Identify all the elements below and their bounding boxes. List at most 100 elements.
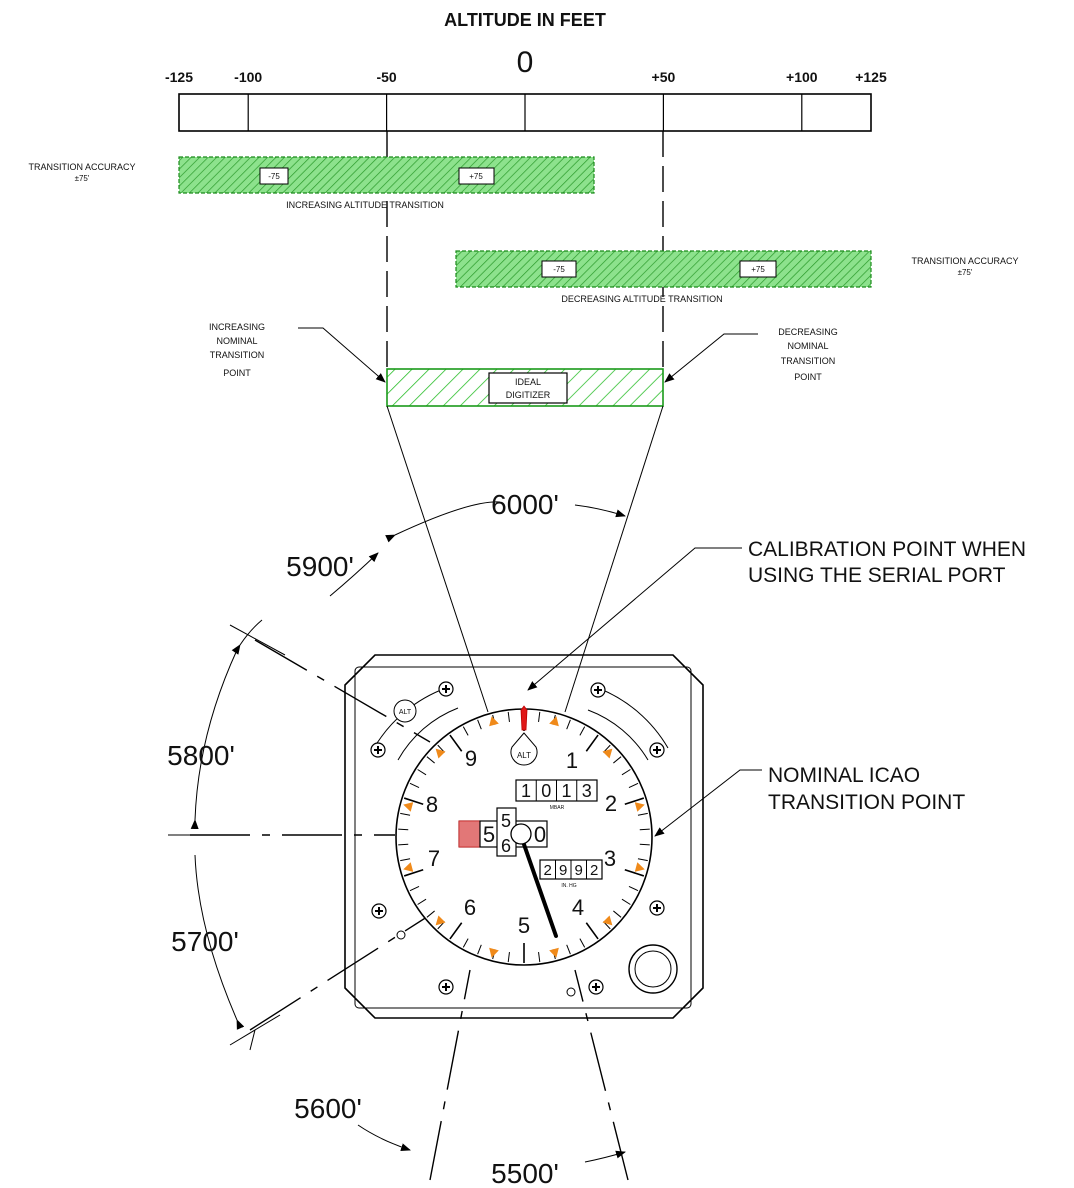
arc-alt-text: ALT [399,709,412,716]
decreasing-nominal-arrow [664,333,758,383]
dial-tick [585,922,599,940]
screw-icon [370,742,386,758]
dial-tick [417,898,427,905]
scale-tick-label: +50 [652,69,676,85]
scale-tick-label: -50 [376,69,396,85]
dial-orange-marks [403,716,645,958]
diagram-title: ALTITUDE IN FEET [444,10,606,30]
dial-tick [400,858,411,862]
dial-tick [621,769,631,776]
dial-tick [624,797,645,806]
increasing-minus-label: -75 [268,172,280,181]
svg-text:DIGITIZER: DIGITIZER [506,390,551,400]
orange-mark [489,947,499,958]
altitude-arc-guides [168,501,629,1181]
counter-digit: 6 [501,836,511,856]
altimeter-needle [518,831,558,938]
instrument-outer-case [344,654,704,1019]
orange-mark [602,915,613,926]
altitude-mark-5600: 5600' [294,1093,362,1124]
scale-zero-label: 0 [517,46,534,79]
decreasing-accuracy-label-line2: ±75' [958,268,973,277]
dial-numeral: 7 [428,846,440,871]
scale-tick-label: -125 [165,69,193,85]
dial-tick [624,868,645,877]
screw-icon [588,979,604,995]
dial-tick [426,910,435,918]
dial-tick [538,711,541,722]
inhg-digit: 9 [559,862,567,879]
scale-tick-label: -100 [234,69,262,85]
dial-tick [639,843,650,846]
screw-icon [590,682,606,698]
orange-mark [489,716,499,727]
svg-text:DECREASING: DECREASING [778,327,838,337]
altitude-scale: -125 -100 -50 +50 +100 +125 [165,69,887,132]
mbar-digit: 1 [561,781,571,801]
decreasing-band-rect [455,250,872,288]
inhg-digit: 2 [544,862,552,879]
mbar-unit: MBAR [550,805,565,811]
dial-tick [409,782,420,789]
svg-text:TRANSITION: TRANSITION [210,350,265,360]
scale-tick-label: +125 [855,69,887,85]
altitude-mark-5500: 5500' [491,1158,559,1188]
calibration-label-line1: CALIBRATION POINT WHEN [748,538,1026,561]
increasing-band-caption: INCREASING ALTITUDE TRANSITION [286,200,444,210]
dial-numeral: 4 [572,895,584,920]
dial-tick [538,952,541,963]
orange-mark [602,748,613,759]
dial-ticks [398,711,650,963]
dial-tick [409,885,420,892]
increasing-accuracy-label-line2: ±75' [75,174,90,183]
arc-alt-badge [393,699,417,723]
orange-mark [549,716,559,727]
increasing-transition-band: TRANSITION ACCURACY ±75' -75 +75 INCREAS… [28,156,595,210]
dial-tick [403,797,424,806]
dial-tick [613,910,622,918]
calibration-label-line2: USING THE SERIAL PORT [748,564,1006,587]
mbar-digit: 1 [521,781,531,801]
mbar-digit: 3 [582,781,592,801]
icao-label-line2: TRANSITION POINT [768,791,965,814]
dial-tick [579,726,586,736]
dial-tick [585,734,599,752]
orange-mark [403,862,414,872]
alt-badge-shape [510,732,538,766]
dial-tick [477,944,482,955]
dial-numeral: 8 [426,792,438,817]
svg-text:NOMINAL: NOMINAL [787,341,828,351]
decreasing-band-caption: DECREASING ALTITUDE TRANSITION [561,294,722,304]
dial-tick [639,828,650,831]
ideal-digitizer: IDEAL DIGITIZER [386,368,664,407]
screw-icon [371,903,387,919]
dial-tick [566,944,571,955]
mbar-digit: 0 [541,781,551,801]
svg-text:IDEAL: IDEAL [515,377,541,387]
dial-numeral: 3 [604,846,616,871]
scale-ticks [247,94,803,131]
scale-tick-label: +100 [786,69,818,85]
dial-numeral: 1 [566,748,578,773]
counter-digit: 0 [534,822,546,847]
dial-tick [462,938,469,948]
dial-tick [400,812,411,816]
decreasing-transition-band: -75 +75 DECREASING ALTITUDE TRANSITION T… [455,250,1019,304]
dial-tick [507,952,510,963]
increasing-accuracy-label-line1: TRANSITION ACCURACY [28,162,135,172]
dial-tick [637,858,648,862]
scale-tick-labels: -125 -100 -50 +50 +100 +125 [165,69,887,85]
dial-tick [507,711,510,722]
instrument-screws [370,681,665,995]
projection-right [564,405,664,713]
altitude-mark-5700: 5700' [171,926,239,957]
dial-tick [426,756,435,764]
screw-icon [438,979,454,995]
orange-mark [549,947,559,958]
screw-icon [438,681,454,697]
dial-tick [398,843,409,846]
instrument-inner-bezel [354,666,692,1009]
